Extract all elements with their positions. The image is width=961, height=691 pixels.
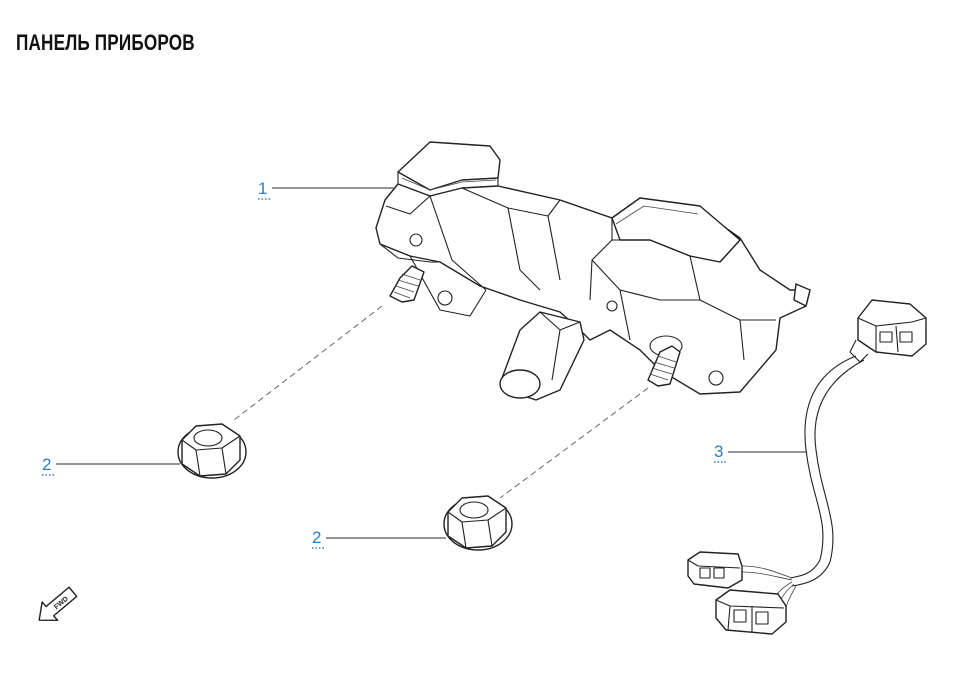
flange-nut-right[interactable] [443, 495, 513, 551]
forward-arrow-icon: FWD [38, 586, 78, 622]
right-mounting-stud [647, 345, 681, 387]
callout-3: 3 [714, 442, 806, 463]
callout-1: 1 [258, 179, 396, 200]
callout-3-label: 3 [714, 442, 723, 461]
flange-nut-left[interactable] [177, 423, 247, 479]
callout-2a-label: 2 [42, 455, 51, 474]
callout-2b: 2 [312, 528, 446, 549]
callout-2a: 2 [42, 455, 180, 476]
page-title: ПАНЕЛЬ ПРИБОРОВ [16, 30, 195, 55]
wiring-harness-part[interactable] [687, 299, 927, 635]
alignment-line-right [499, 387, 649, 499]
instrument-cluster-part[interactable] [375, 141, 811, 401]
alignment-line-left [233, 305, 383, 421]
callout-1-label: 1 [258, 179, 267, 198]
callout-2b-label: 2 [312, 528, 321, 547]
left-mounting-stud [389, 265, 425, 303]
